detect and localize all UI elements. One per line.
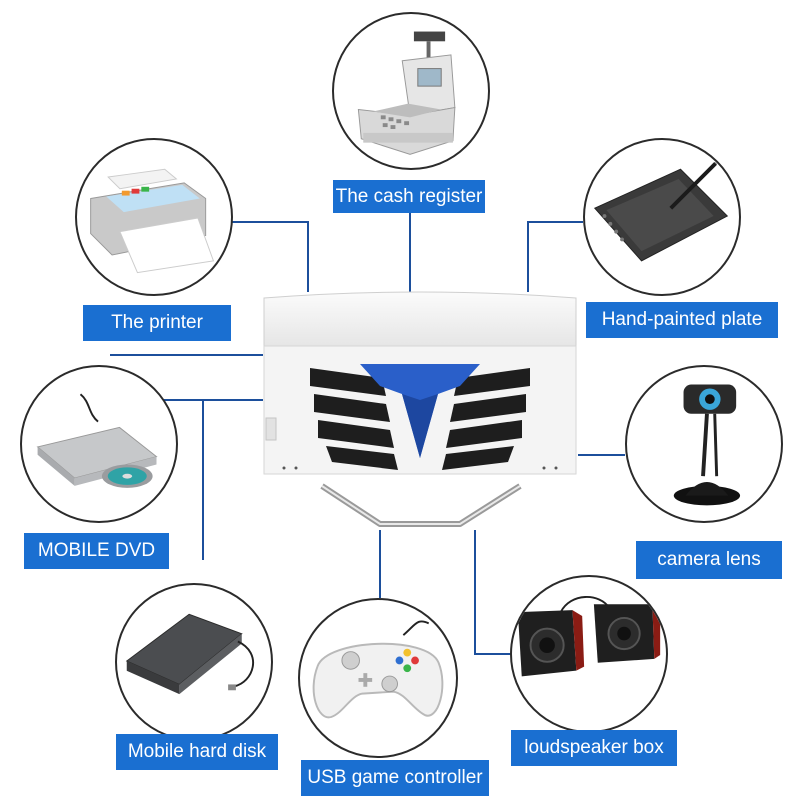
all-in-one-pc-icon bbox=[263, 291, 577, 527]
label-usb-game-controller: USB game controller bbox=[301, 760, 489, 796]
label-printer: The printer bbox=[83, 305, 231, 341]
cash-register-circle bbox=[332, 12, 490, 170]
gamepad-circle bbox=[298, 598, 458, 758]
label-camera-lens: camera lens bbox=[636, 541, 782, 579]
dvd-drive-icon bbox=[36, 393, 158, 488]
cash-register-icon bbox=[357, 31, 456, 155]
printer-circle bbox=[75, 138, 233, 296]
gamepad-icon bbox=[312, 620, 444, 719]
label-loudspeaker-box: loudspeaker box bbox=[511, 730, 677, 766]
label-mobile-hard-disk: Mobile hard disk bbox=[116, 734, 278, 770]
hard-disk-circle bbox=[115, 583, 273, 741]
dvd-drive-circle bbox=[20, 365, 178, 523]
label-mobile-dvd: MOBILE DVD bbox=[24, 533, 169, 569]
hard-disk-icon bbox=[125, 613, 255, 695]
printer-icon bbox=[90, 168, 215, 274]
label-hand-painted-plate: Hand-painted plate bbox=[586, 302, 778, 338]
label-cash-register: The cash register bbox=[333, 180, 485, 213]
speakers-circle bbox=[510, 575, 668, 733]
webcam-icon bbox=[673, 384, 741, 506]
drawing-tablet-circle bbox=[583, 138, 741, 296]
speakers-icon bbox=[517, 596, 661, 677]
drawing-tablet-icon bbox=[593, 156, 729, 262]
all-in-one-pc bbox=[262, 290, 578, 540]
webcam-circle bbox=[625, 365, 783, 523]
